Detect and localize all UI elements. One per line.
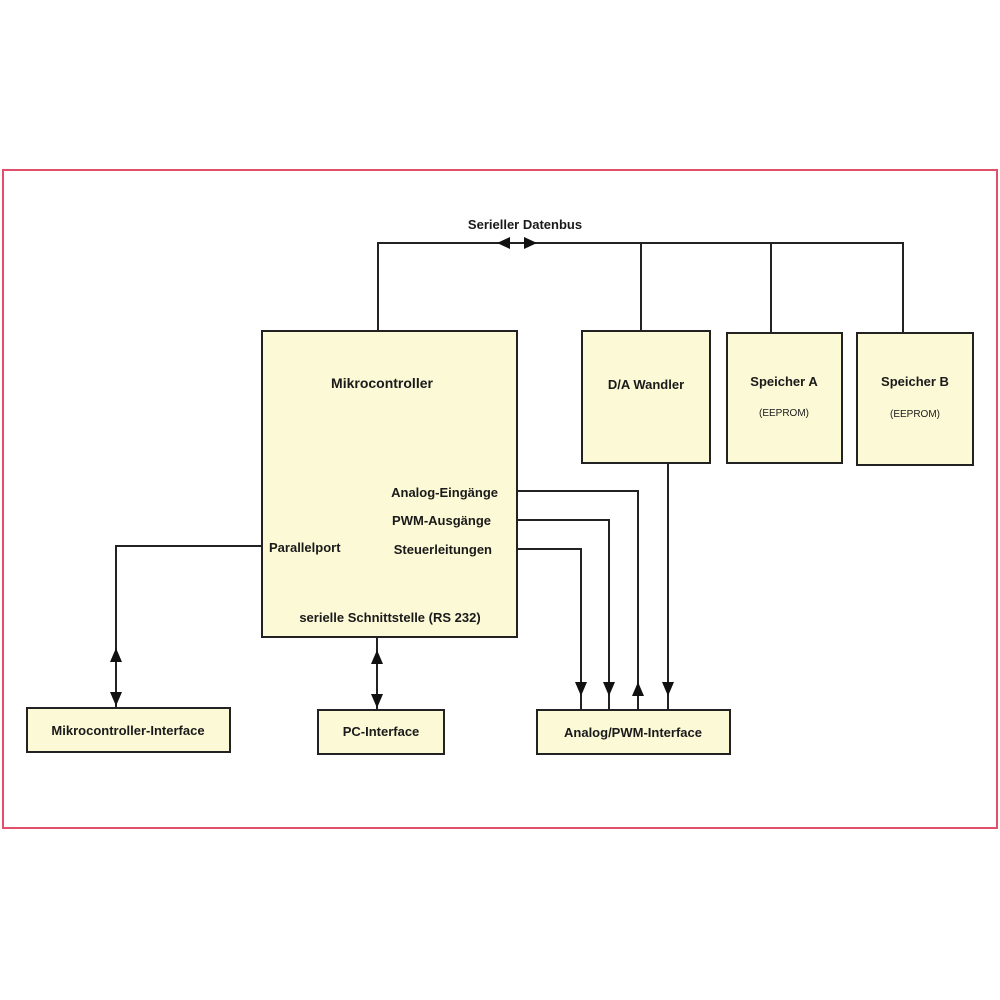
arrow-down-icon: [575, 682, 587, 696]
speicher-b-sub: (EEPROM): [890, 409, 940, 420]
diagram-frame: [2, 169, 998, 829]
serial-bus: Serieller Datenbus: [377, 217, 904, 333]
pc-interface-block: PC-Interface: [317, 709, 445, 755]
mikrocontroller-title: Mikrocontroller: [331, 375, 433, 391]
mc-interface-title: Mikrocontroller-Interface: [51, 723, 204, 738]
arrow-left-icon: [497, 237, 510, 249]
arrow-down-icon: [110, 692, 122, 706]
arrow-down-icon: [603, 682, 615, 696]
speicher-a-title: Speicher A: [750, 374, 818, 389]
arrow-down-icon: [662, 682, 674, 696]
arrow-up-icon: [110, 648, 122, 662]
port-parallel: Parallelport: [269, 540, 341, 555]
speicher-b-block: Speicher B (EEPROM): [856, 332, 974, 466]
port-seriell: serielle Schnittstelle (RS 232): [299, 610, 480, 625]
speicher-a-block: Speicher A (EEPROM): [726, 332, 843, 464]
da-wandler-block: D/A Wandler: [581, 330, 711, 464]
arrow-up-icon: [632, 682, 644, 696]
mc-interface-block: Mikrocontroller-Interface: [26, 707, 231, 753]
speicher-a-sub: (EEPROM): [759, 408, 809, 419]
bus-label: Serieller Datenbus: [468, 217, 582, 232]
arrow-right-icon: [524, 237, 537, 249]
arrow-down-icon: [371, 694, 383, 708]
analog-interface-block: Analog/PWM-Interface: [536, 709, 731, 755]
pc-interface-title: PC-Interface: [343, 724, 420, 739]
port-steuer: Steuerleitungen: [394, 542, 492, 557]
port-analog: Analog-Eingänge: [391, 485, 498, 500]
speicher-b-title: Speicher B: [881, 374, 949, 389]
port-pwm: PWM-Ausgänge: [392, 513, 491, 528]
analog-interface-title: Analog/PWM-Interface: [564, 725, 702, 740]
connections: [110, 463, 674, 710]
da-title: D/A Wandler: [608, 377, 684, 392]
mikrocontroller-block: Mikrocontroller Analog-Eingänge PWM-Ausg…: [261, 330, 518, 638]
arrow-up-icon: [371, 650, 383, 664]
